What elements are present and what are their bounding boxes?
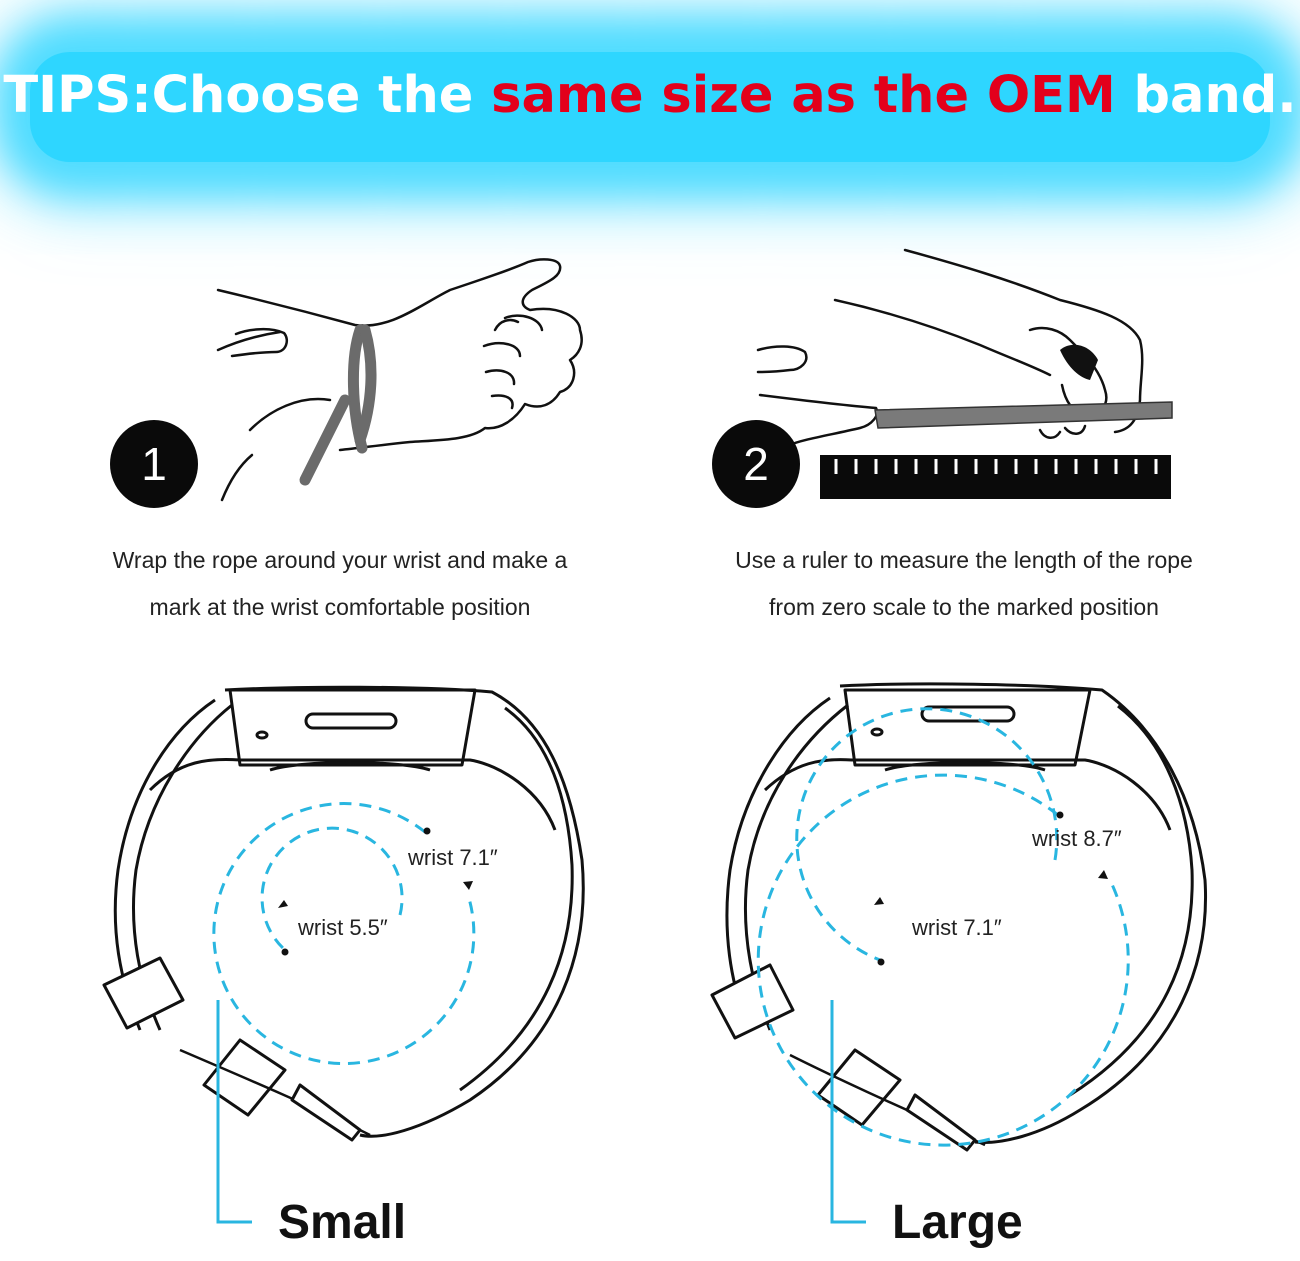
thumb-pinch bbox=[1060, 344, 1098, 380]
step-1-badge: 1 bbox=[110, 420, 198, 508]
small-band-diagram: wrist 7.1″ wrist 5.5″ Small bbox=[0, 680, 650, 1256]
band-small-icon bbox=[102, 685, 585, 1224]
step-2-badge: 2 bbox=[712, 420, 800, 508]
step-2-caption-line2: from zero scale to the marked position bbox=[769, 594, 1159, 620]
step-2-caption-line1: Use a ruler to measure the length of the… bbox=[735, 547, 1193, 573]
large-size-label: Large bbox=[892, 1196, 1023, 1249]
tips-banner: TIPS:Choose the same size as the OEM ban… bbox=[0, 22, 1300, 192]
banner-glow bbox=[30, 52, 1270, 162]
large-outer-wrist-label: wrist 8.7″ bbox=[1032, 826, 1122, 851]
tips-prefix: TIPS:Choose the bbox=[3, 66, 492, 125]
step-1-caption-line2: mark at the wrist comfortable position bbox=[149, 594, 531, 620]
wrist-rope-icon bbox=[216, 258, 583, 502]
small-outer-wrist-label: wrist 7.1″ bbox=[408, 845, 498, 870]
tips-highlight: same size as the OEM bbox=[491, 66, 1116, 125]
ruler-ticks bbox=[834, 459, 1158, 474]
large-band-diagram: wrist 8.7″ wrist 7.1″ Large bbox=[650, 680, 1300, 1256]
tips-suffix: band. bbox=[1115, 66, 1297, 125]
small-inner-wrist-label: wrist 5.5″ bbox=[298, 915, 388, 940]
measured-rope bbox=[874, 401, 1173, 429]
tips-heading: TIPS:Choose the same size as the OEM ban… bbox=[0, 66, 1300, 125]
step-1-caption-line1: Wrap the rope around your wrist and make… bbox=[112, 547, 568, 573]
rope-band-icon bbox=[299, 324, 377, 486]
step-2-caption: Use a ruler to measure the length of the… bbox=[654, 537, 1274, 631]
step-1-caption: Wrap the rope around your wrist and make… bbox=[30, 537, 650, 631]
band-large-icon bbox=[710, 682, 1208, 1224]
small-size-label: Small bbox=[278, 1196, 407, 1249]
large-inner-wrist-label: wrist 7.1″ bbox=[912, 915, 1002, 940]
steps-illustration bbox=[216, 248, 1173, 502]
